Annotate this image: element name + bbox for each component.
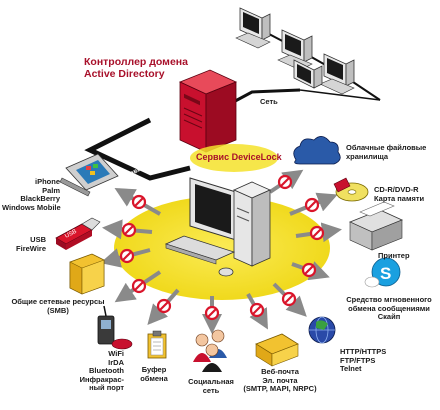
label-webmail: Веб-почта Эл. почта (SMTP, MAPI, NRPC) bbox=[243, 367, 317, 393]
server-icon bbox=[178, 69, 238, 153]
title-line-1: Контроллер домена bbox=[84, 56, 188, 68]
label-messenger: Средство мгновенного обмена сообщениями … bbox=[346, 295, 432, 321]
label-social: Социальная сеть bbox=[188, 377, 234, 395]
label-protocols: HTTP/HTTPS FTP/FTPS Telnet bbox=[340, 347, 387, 373]
wireless-device-icon bbox=[97, 305, 133, 350]
svg-text:S: S bbox=[380, 264, 391, 283]
block-icon bbox=[281, 291, 297, 307]
pda-icon bbox=[59, 153, 119, 197]
block-icon bbox=[119, 248, 135, 264]
network-computers-icon bbox=[235, 7, 381, 101]
cloud-icon bbox=[293, 136, 341, 165]
label-shares: Общие сетевые ресурсы (SMB) bbox=[11, 297, 105, 315]
label-media: CD-R/DVD-R Карта памяти bbox=[374, 185, 425, 203]
label-clipboard: Буфер обмена bbox=[140, 365, 168, 383]
skype-icon: S bbox=[364, 257, 401, 288]
block-icon bbox=[309, 225, 325, 241]
printer-icon bbox=[348, 201, 404, 251]
folder-icon bbox=[69, 253, 105, 295]
domain-controller-title: Контроллер домена Active Directory bbox=[84, 56, 188, 80]
label-wireless: WiFi IrDA Bluetooth Инфракрас- ный порт bbox=[79, 349, 124, 392]
service-label: Сервис DeviceLock bbox=[196, 152, 282, 162]
usb-stick-icon: USB bbox=[55, 217, 101, 250]
label-mobile: iPhone Palm BlackBerry Windows Mobile bbox=[2, 177, 61, 212]
globe-icon bbox=[308, 316, 336, 344]
network-label: Сеть bbox=[260, 97, 278, 106]
disc-icon bbox=[333, 177, 369, 202]
envelope-icon bbox=[255, 333, 299, 367]
block-icon bbox=[156, 298, 172, 314]
label-printer: Принтер bbox=[378, 251, 410, 260]
svg-text:USB: USB bbox=[64, 229, 78, 240]
title-line-2: Active Directory bbox=[84, 68, 165, 80]
block-icon bbox=[249, 302, 265, 318]
clipboard-icon bbox=[147, 330, 167, 359]
label-usb: USB FireWire bbox=[16, 235, 46, 253]
people-icon bbox=[193, 329, 227, 372]
block-icon bbox=[301, 262, 317, 278]
block-icon bbox=[131, 278, 147, 294]
block-icon bbox=[131, 194, 147, 210]
block-icon bbox=[277, 174, 293, 190]
block-icon bbox=[204, 305, 220, 321]
label-cloud: Облачные файловые хранилища bbox=[346, 143, 427, 161]
workstation-icon bbox=[164, 177, 271, 277]
block-icon bbox=[121, 222, 137, 238]
block-icon bbox=[304, 197, 320, 213]
